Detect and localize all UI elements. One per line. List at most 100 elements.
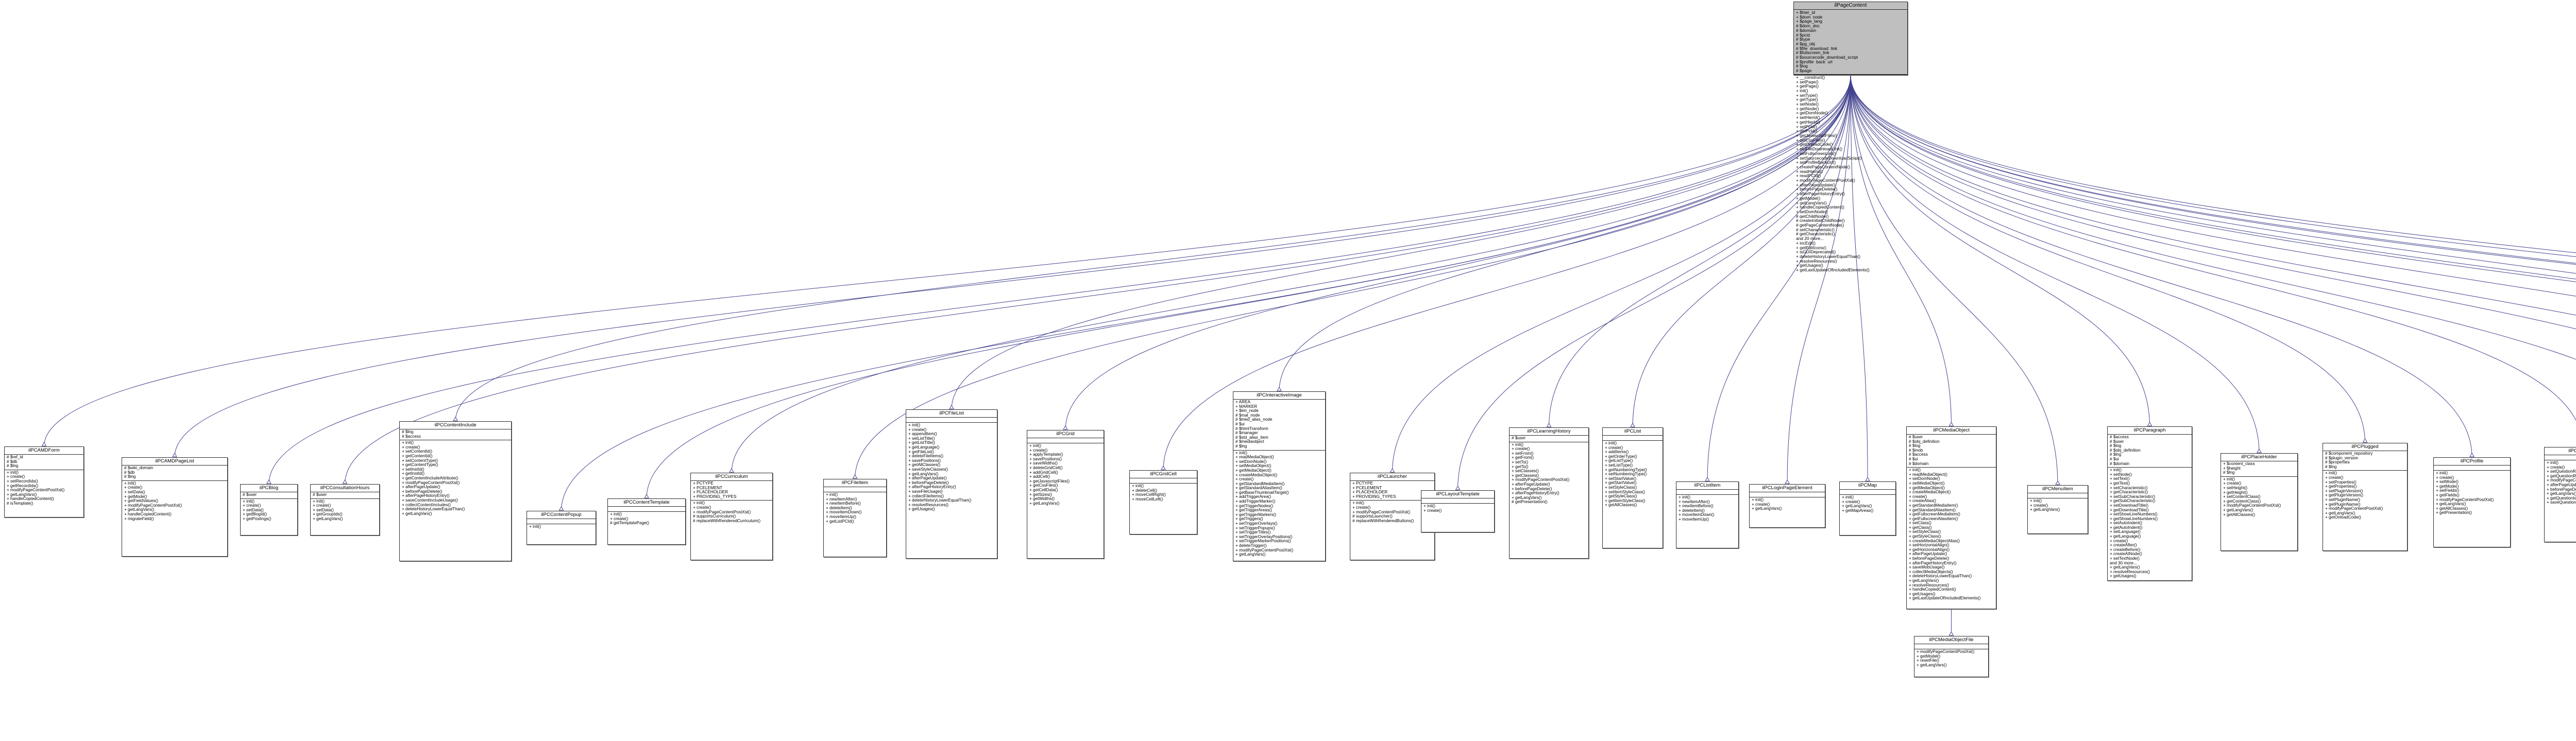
operation-row: + setNode() [2110, 472, 2132, 477]
operation-row: + getContentIncludeAttribute() [402, 476, 459, 480]
attribute-row: + PCTYPE [693, 481, 714, 486]
operation-row: + getUsages() [908, 507, 935, 512]
attribute-row: # $std_alias_item [1235, 435, 1268, 440]
operation-row: + getLangVars() [1842, 504, 1872, 509]
class-attributes: # $user [311, 492, 379, 499]
operation-row: + getInstId() [402, 472, 425, 476]
class-node-ilPCAMDPageList[interactable]: ilPCAMDPageList# $wiki_domain# $db# $lng… [122, 457, 228, 557]
class-node-ilPCPlugged[interactable]: ilPCPlugged# $component_repository# $plu… [2323, 443, 2408, 551]
class-operations: + modifyPageContentPostXsl()+ getModel()… [1914, 649, 1988, 668]
class-node-ilPCContentInclude[interactable]: ilPCContentInclude# $lng# $access+ init(… [399, 421, 512, 561]
operation-row: + create() [1752, 502, 1770, 507]
operation-row: + getListPCId() [826, 519, 854, 524]
operation-row: + create() [1842, 499, 1860, 504]
attribute-row: # $component_repository [2325, 452, 2373, 456]
operation-row: + init() [1679, 495, 1690, 499]
operation-row: + setProperties() [2325, 480, 2357, 485]
class-node-ilPCFileList[interactable]: ilPCFileList+ init()+ create()+ appendIt… [906, 409, 997, 559]
operation-row: + getTriggerAreas() [1235, 508, 1272, 513]
operation-row: + setProfileBackUrl() [1796, 160, 1836, 165]
inheritance-arrowhead [1785, 479, 1790, 484]
class-attributes [2545, 455, 2576, 460]
class-attributes: # $user# $obj_definition# $log# $mob# $a… [1907, 435, 1996, 468]
operation-row: + createMediaObject() [1235, 473, 1278, 477]
operation-row: + collectContentIncludes() [402, 503, 451, 507]
class-node-ilPCQuestion[interactable]: ilPCQuestion+ init()+ create()+ setQuest… [2544, 447, 2576, 542]
attribute-row: # $type [1796, 37, 1810, 42]
operation-row: + getHierId() [1796, 119, 1820, 125]
attribute-row: # $ui [1909, 457, 1918, 461]
operation-row: + setType() [1796, 93, 1818, 98]
class-operations: + init()+ create()+ setData()+ getBlogId… [241, 499, 297, 523]
attribute-row: + $height [2223, 466, 2241, 471]
edge-ilPageContent-to-ilPCResourceStrings [1850, 75, 2576, 330]
operation-row: + newItemAfter() [1679, 499, 1710, 504]
operation-row: + init() [313, 499, 325, 504]
operation-row: + setLanguage() [2110, 530, 2141, 535]
operation-row: + getLangVars() [1909, 579, 1939, 583]
operation-row: + init() [2223, 477, 2235, 481]
operation-row: # getPageContentNode() [1796, 223, 1844, 228]
class-node-ilPCContentPopup[interactable]: ilPCContentPopup+ init() [527, 511, 596, 545]
operation-row: + getUsages() [1796, 263, 1823, 268]
operation-row: + setClasses() [1512, 469, 1539, 474]
operation-row: + getShowLineNumbers() [2110, 516, 2158, 521]
class-node-ilPCContentTemplate[interactable]: ilPCContentTemplate+ init()+ create()# g… [607, 498, 686, 545]
class-node-ilPageContent[interactable]: ilPageContent+ $hier_id+ $dom_node+ $pag… [1793, 2, 1908, 272]
operation-row: + setCharacteristic() [2110, 486, 2148, 490]
class-node-ilPCMap[interactable]: ilPCMap+ init()+ create()+ getLangVars()… [1839, 481, 1896, 536]
class-node-ilPCPlaceHolder[interactable]: ilPCPlaceHolder+ $content_class+ $height… [2221, 453, 2298, 551]
class-node-ilPCBlog[interactable]: ilPCBlog# $user+ init()+ create()+ setDa… [240, 484, 298, 536]
operation-row: + migrateField() [124, 516, 154, 521]
class-attributes [2434, 466, 2510, 471]
edge-ilPageContent-to-ilPCGrid [1065, 75, 1851, 430]
attribute-row: # $lng [402, 430, 414, 434]
attribute-row: + AREA [1235, 400, 1250, 404]
operation-row: # getCharacteristic() [1796, 232, 1835, 237]
operation-row: + setTriggerMarkerPositions() [1235, 539, 1291, 544]
class-node-ilPCListItem[interactable]: ilPCListItem+ init()+ newItemAfter()+ ne… [1676, 481, 1739, 548]
class-node-ilPCLayoutTemplate[interactable]: ilPCLayoutTemplate+ init()+ create() [1421, 490, 1495, 532]
class-node-ilPCMediaObjectFile[interactable]: ilPCMediaObjectFile+ modifyPageContentPo… [1914, 636, 1989, 677]
class-node-ilPCParagraph[interactable]: ilPCParagraph# $access# $user# $log# $ob… [2107, 426, 2192, 581]
operation-row: + setItemStyleClass() [1605, 490, 1646, 494]
class-attributes [1840, 490, 1895, 495]
operation-row: + deleteItem() [826, 506, 852, 510]
attribute-row: + $iim_node [1235, 409, 1259, 413]
operation-row: + init() [826, 493, 838, 497]
class-node-ilPCConsultationHours[interactable]: ilPCConsultationHours# $user+ init()+ cr… [310, 484, 380, 536]
class-node-ilPCLoginPageElement[interactable]: ilPCLoginPageElement+ init()+ create()+ … [1749, 484, 1825, 528]
class-node-ilPCInteractiveImage[interactable]: ilPCInteractiveImage+ AREA+ MARKER+ $iim… [1233, 391, 1326, 561]
attribute-row: # $domain [2110, 461, 2130, 466]
operation-row: + getEditIcons() [1796, 245, 1826, 250]
class-node-ilPCCurriculum[interactable]: ilPCCurriculum+ PCTYPE+ PCELEMENT+ PLACE… [690, 473, 773, 560]
operation-row: + resolveResources() [908, 503, 949, 507]
edge-ilPageContent-to-ilPCContentInclude [455, 75, 1851, 422]
class-node-ilPCFileItem[interactable]: ilPCFileItem+ init()+ newItemAfter()+ ne… [823, 479, 887, 557]
class-operations: + init()+ readMediaObject()+ setDomNode(… [1233, 451, 1325, 558]
operation-row: + getQuestionReference() [2547, 474, 2576, 478]
operation-row: + savePositions() [1029, 457, 1062, 461]
class-name: ilPCMap [1840, 482, 1895, 490]
operation-row: + init() [1352, 501, 1364, 506]
class-node-ilPCLearningHistory[interactable]: ilPCLearningHistory# $user+ init()+ crea… [1509, 427, 1589, 559]
class-node-ilPCGrid[interactable]: ilPCGrid+ init()+ create()+ applyTemplat… [1027, 430, 1104, 559]
operation-row: + init() [124, 481, 136, 486]
operation-row: + getListType() [1605, 459, 1633, 463]
class-attributes [1027, 438, 1104, 443]
class-node-ilPCGridCell[interactable]: ilPCGridCell+ init()+ deleteCell()+ move… [1129, 470, 1197, 535]
class-node-ilPCProfile[interactable]: ilPCProfile+ init()+ create()+ setMode()… [2433, 457, 2511, 547]
operation-row: + createBefore() [2110, 547, 2141, 552]
class-node-ilPCAMDForm[interactable]: ilPCAMDForm# $ref_id# $db# $lng+ init()+… [4, 446, 84, 518]
class-node-ilPCList[interactable]: ilPCList+ init()+ create()+ addItems()+ … [1602, 427, 1663, 548]
operation-row: + modifyPageContentPostXsl() [2223, 504, 2281, 508]
inheritance-arrowhead [453, 416, 458, 421]
operation-row: + setRecordIds() [7, 479, 38, 484]
operation-row: + afterPageUpdate() [1909, 552, 1947, 557]
operation-row: + getMediaObject() [1909, 486, 1945, 490]
class-operations: + init() [527, 524, 596, 530]
class-node-ilPCMenuItem[interactable]: ilPCMenuItem+ init()+ create()+ getLangV… [2027, 485, 2088, 534]
class-node-ilPCMediaObject[interactable]: ilPCMediaObject# $user# $obj_definition#… [1906, 426, 1996, 609]
operation-row: + getHeight() [2223, 490, 2248, 495]
operation-row: + modifyPageContentPostXsl() [1917, 650, 1975, 654]
